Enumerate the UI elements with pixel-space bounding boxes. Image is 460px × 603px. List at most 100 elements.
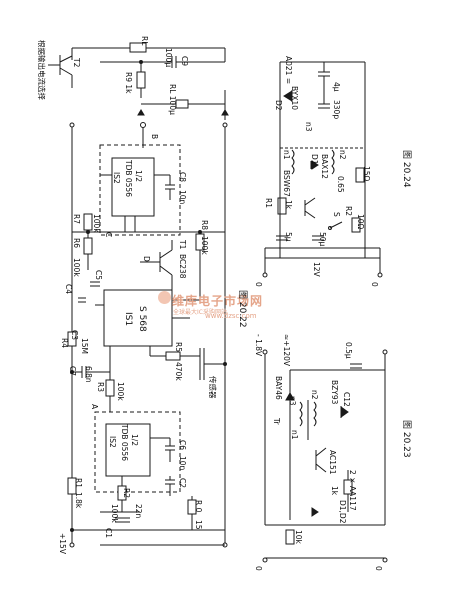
label-is1-name: IS1 — [123, 312, 133, 327]
label-r1: R1 — [74, 478, 83, 488]
label-node-d: D — [142, 256, 151, 262]
label-c4: C4 — [64, 284, 73, 295]
label-c9: C9 — [180, 56, 189, 67]
label-c1: C1 — [104, 528, 113, 539]
label-bzy93: BZY93 — [330, 380, 339, 405]
label-node-a: A — [90, 404, 99, 410]
label-r4: R4 — [60, 338, 69, 348]
label-cap-4u: 4μ — [332, 82, 341, 92]
label-node-c: C — [104, 232, 113, 238]
caption-fig-20-24: 图 20.24 — [401, 150, 411, 188]
label-is2-top-line1: 1/2 — [134, 170, 143, 183]
label-r5: R5 — [174, 342, 183, 352]
label-r6: R6 — [72, 238, 81, 248]
label-zero-right-bottom: 0 — [374, 566, 383, 571]
label-r7-value: 100k — [92, 214, 101, 233]
label-c9-value: 100μ — [164, 48, 173, 68]
label-r2: R2 — [122, 488, 131, 498]
label-n3: n3 — [304, 122, 313, 132]
label-r2-value: 10Ω — [356, 214, 365, 230]
watermark-logo-icon — [158, 291, 171, 304]
label-r065: 0.65 — [336, 176, 345, 193]
label-r1: R1 — [264, 198, 273, 208]
label-n3: n3 — [288, 396, 297, 406]
label-is2-top-line2: TDB 0556 — [124, 160, 133, 197]
label-r3-value: 100k — [116, 382, 125, 401]
label-cap-330p: 330p — [332, 100, 341, 120]
label-tr: Tr — [272, 418, 281, 425]
label-r1-value: 1.8k — [74, 492, 83, 509]
label-12v: 12V — [312, 262, 321, 277]
label-r2-value: 100k — [110, 504, 119, 523]
label-ac151: AC151 — [328, 450, 337, 475]
label-r9: R9 1k — [124, 72, 133, 94]
label-is2-top-name: IS2 — [112, 172, 121, 184]
label-d1d2: D1,D2 — [338, 500, 347, 524]
label-n2: n2 — [310, 390, 319, 400]
label-d1: D1 — [310, 154, 319, 165]
label-rl-mid: RL 100μ — [168, 84, 177, 115]
label-r15: 15Ω — [362, 166, 371, 182]
label-zero-left: 0 — [254, 282, 263, 287]
label-aa117: 2 × AA117 — [348, 470, 357, 511]
label-bay46: BAY46 — [274, 376, 283, 400]
label-cap-0-5u: 0.5μ — [344, 342, 353, 359]
label-c2: C2 — [178, 478, 187, 489]
label-cap-5u: 5μ — [284, 232, 293, 242]
label-r0: R 0 — [194, 500, 203, 513]
label-node-b: B — [150, 134, 159, 140]
label-c5: C5 — [94, 270, 103, 281]
label-rl-top: RL — [140, 36, 149, 46]
label-r5-value: 470k — [174, 362, 183, 381]
label-r1-value: 1k — [284, 200, 293, 210]
watermark-subtitle: 全球最大IC采购网站 — [173, 309, 227, 316]
label-is2-bottom-line2: TDB 0556 — [120, 424, 129, 461]
label-c8-value: 10n — [178, 190, 187, 205]
label-c6: C6 — [178, 440, 187, 451]
label-r3: R3 — [96, 382, 105, 392]
label-bsw67: BSW67 — [282, 170, 291, 197]
label-n1: n1 — [290, 430, 299, 440]
label-zero-right: 0 — [370, 282, 379, 287]
label-c3-lower: C3 — [70, 330, 79, 341]
label-r8: R8 — [200, 220, 209, 230]
label-t1: T1 — [178, 240, 187, 250]
label-is2-bottom-line1: 1/2 — [130, 434, 139, 447]
label-d2: D2 — [274, 100, 283, 111]
watermark-url: www.dzsc.com — [205, 312, 257, 320]
label-t2: T2 — [72, 58, 81, 68]
watermark-title: 维库电子市场网 — [172, 294, 264, 308]
label-c8: C8 — [178, 172, 187, 183]
label-c1-value: 22n — [134, 504, 143, 519]
label-n1: n1 — [282, 150, 291, 160]
label-10k: 10k — [294, 530, 303, 544]
output-note: 根据输出电流选择 — [37, 40, 46, 100]
label-a021: A021 = — [284, 56, 293, 85]
label-sensor: 传感器 — [208, 376, 217, 399]
label-r7: R7 — [72, 214, 81, 224]
label-switch-s: S — [332, 212, 341, 217]
label-c12: C12 — [342, 392, 351, 407]
label-is1-part: S 568 — [137, 306, 147, 332]
label-plus-120v: ≈+120V — [282, 334, 291, 367]
label-bax12: BAX12 — [320, 154, 329, 179]
caption-fig-20-23: 图 20.23 — [401, 420, 411, 458]
label-bc238: BC238 — [178, 254, 187, 279]
label-r0-value: 15 — [194, 520, 203, 530]
label-1k: 1k — [330, 486, 339, 496]
label-c6-value: 10n — [178, 456, 187, 471]
label-zero-left-bottom: 0 — [254, 566, 263, 571]
label-r2: R2 — [344, 206, 353, 216]
caption-fig-20-22: 图 20.22 — [237, 290, 247, 328]
label-byx10: BYX10 — [290, 86, 299, 110]
label-cap-50u: 50μ — [318, 232, 327, 247]
label-is2-bottom-name: IS2 — [108, 436, 117, 448]
label-r8-value: 100k — [200, 236, 209, 255]
label-c7-value: 6.8n — [84, 366, 93, 383]
label-neg-1-8v: - 1.8V — [254, 334, 263, 357]
label-r6-value: 100k — [72, 258, 81, 277]
label-r4-value: 15M — [80, 338, 89, 355]
label-vplus: +15V — [58, 533, 67, 554]
